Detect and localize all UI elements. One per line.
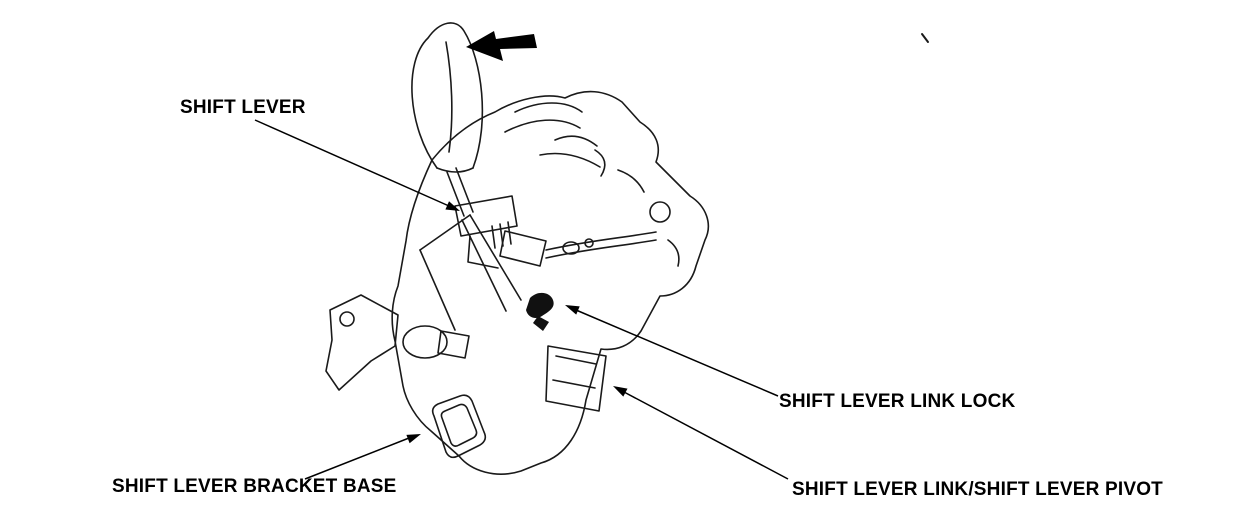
label-shift-lever-link-lock: SHIFT LEVER LINK LOCK (779, 391, 1016, 412)
direction-arrow-icon (466, 31, 537, 61)
lever-shaft (455, 167, 474, 213)
assembly-line-art (325, 22, 710, 475)
leader-link-pivot (613, 386, 789, 480)
leader-shift-lever (254, 119, 460, 211)
leader-arrows (254, 119, 789, 480)
cylinder-piece (402, 325, 448, 359)
label-shift-lever-link-pivot: SHIFT LEVER LINK/SHIFT LEVER PIVOT (792, 479, 1163, 500)
leader-link-lock (565, 305, 779, 397)
stray-mark (921, 33, 929, 43)
left-bracket (325, 294, 399, 391)
bracket-base-plate (431, 394, 487, 459)
label-shift-lever: SHIFT LEVER (180, 97, 306, 118)
pivot-housing (545, 345, 607, 412)
link-lock-part (526, 292, 554, 331)
label-shift-lever-bracket-base: SHIFT LEVER BRACKET BASE (112, 476, 397, 497)
leader-bracket-base (304, 434, 421, 480)
shift-knob (411, 22, 484, 169)
link-rod (545, 231, 657, 251)
transmission-body (391, 90, 710, 475)
lever-base-bracket (454, 195, 518, 237)
